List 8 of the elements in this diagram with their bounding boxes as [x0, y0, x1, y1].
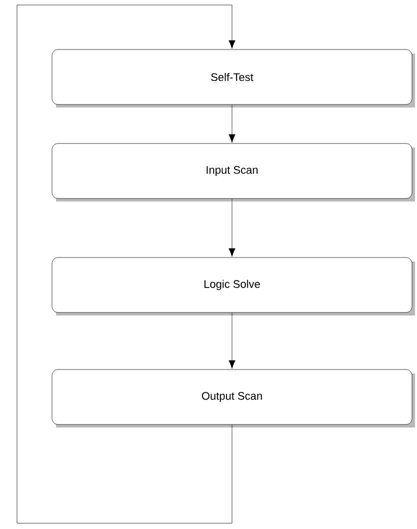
- arrow: [228, 312, 236, 369]
- process-box: Output Scan: [52, 369, 415, 428]
- process-box: Self-Test: [52, 49, 415, 108]
- arrow: [228, 198, 236, 257]
- process-box: Logic Solve: [52, 257, 415, 316]
- arrow: [16, 4, 236, 524]
- arrow: [228, 104, 236, 143]
- process-box: Input Scan: [52, 143, 415, 202]
